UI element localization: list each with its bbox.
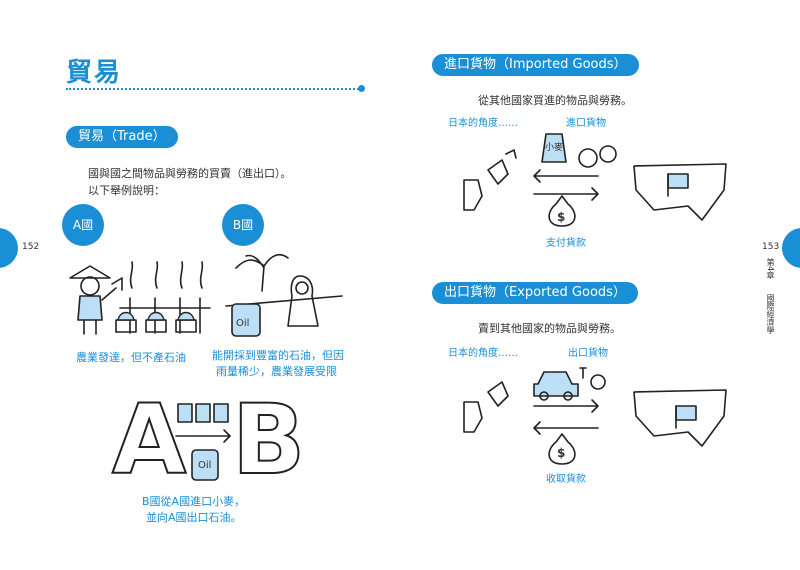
right-page-number: 153 [762, 242, 780, 252]
imported-perspective: 日本的角度…… [448, 118, 518, 129]
title-rule [66, 88, 362, 90]
exported-goods-pill: 出口貨物（Exported Goods） [432, 282, 638, 304]
country-a-badge: A國 [62, 204, 104, 246]
trade-section-pill: 貿易（Trade） [66, 126, 178, 148]
caption-country-b-line-2: 雨量稀少，農業發展受限 [216, 365, 337, 378]
imported-goods-pill: 進口貨物（Imported Goods） [432, 54, 639, 76]
pay-label: 支付貨款 [546, 238, 586, 249]
caption-country-a: 農業發達，但不產石油 [76, 351, 186, 364]
intro-line-2: 以下舉例說明： [88, 184, 165, 197]
import-dollar-sign: $ [557, 210, 566, 224]
import-diagram [463, 133, 727, 227]
oil-desert-illustration [225, 253, 343, 337]
chapter-vertical: 第4章 [766, 258, 775, 280]
big-letter-b: B [231, 384, 306, 496]
title-rule-dot [358, 85, 365, 92]
exported-desc: 賣到其他國家的物品與勞務。 [478, 322, 621, 335]
bottom-caption-line-2: 並向A國出口石油。 [146, 511, 242, 524]
exported-perspective: 日本的角度…… [448, 348, 518, 359]
seedlings-illustration [115, 311, 197, 333]
export-dollar-sign: $ [557, 446, 566, 460]
imported-desc: 從其他國家買進的物品與勞務。 [478, 94, 632, 107]
exported-goods-label: 出口貨物 [568, 348, 608, 359]
country-b-badge: B國 [222, 204, 264, 246]
oil-drum-label-2: Oil [198, 460, 212, 471]
export-diagram [463, 367, 727, 465]
page-title: 貿易 [66, 58, 123, 88]
intro-line-1: 國與國之間物品與勞務的買賣（進出口）。 [88, 167, 292, 180]
left-page-tab [0, 228, 18, 268]
receive-label: 收取貨款 [546, 474, 586, 485]
right-page-tab [782, 228, 800, 268]
imported-goods-label: 進口貨物 [566, 118, 606, 129]
wheat-bag-label: 小麥 [545, 143, 564, 153]
big-letter-a: A [111, 384, 187, 496]
left-page-number: 152 [22, 242, 40, 252]
trade-arrows-illustration [175, 403, 231, 481]
caption-country-b-line-1: 能開採到豐富的石油，但因 [212, 349, 344, 362]
bottom-caption-line-1: B國從A國進口小麥， [142, 495, 246, 508]
oil-drum-label: Oil [236, 318, 250, 329]
subject-vertical: 國際經濟學 [766, 294, 775, 334]
